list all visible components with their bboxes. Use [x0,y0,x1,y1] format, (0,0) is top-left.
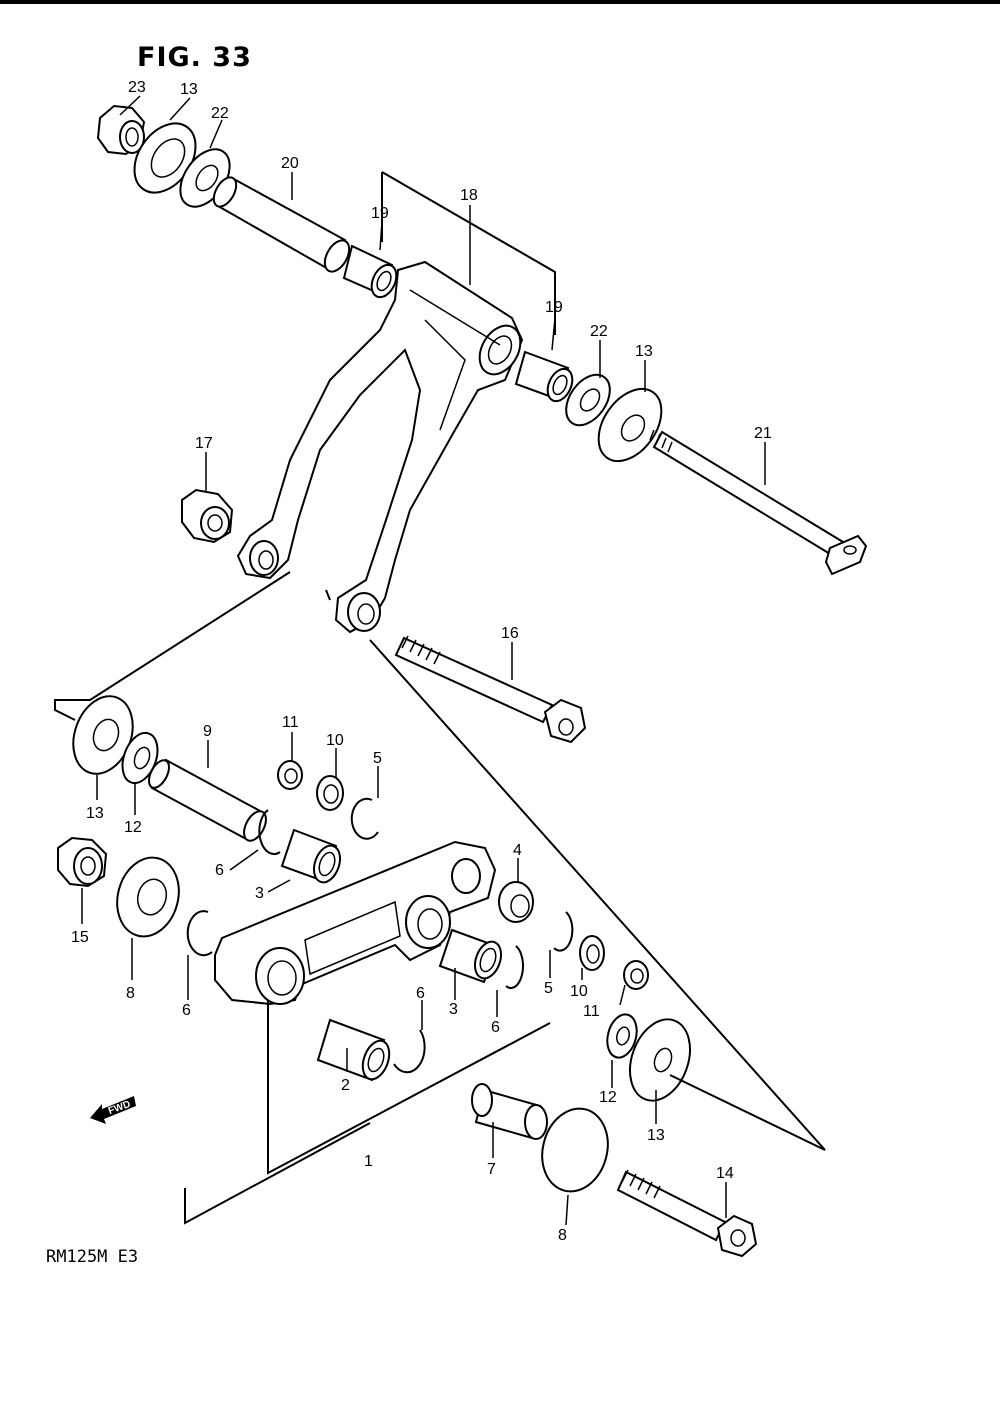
part-9-spacer [148,758,267,842]
callout-13: 13 [647,1127,665,1144]
part-6-circlip-lower-right [505,945,524,989]
part-8-washer-left [116,856,180,938]
part-8-washer-right [541,1107,609,1193]
leader-lines [81,95,766,1226]
part-23-nut [96,104,146,156]
callout-16: 16 [501,625,519,642]
callout-5: 5 [544,980,553,997]
fwd-indicator: FWD [88,1092,140,1131]
callout-labels: 23 13 22 20 19 18 19 22 13 21 17 16 9 11… [71,79,772,1244]
callout-10: 10 [570,983,588,1000]
part-11-nut-upper [277,760,303,790]
callout-13: 13 [635,343,653,360]
callout-22: 22 [590,323,608,340]
part-19-bearing-right [514,350,574,403]
callout-12: 12 [599,1089,617,1106]
callout-6: 6 [491,1019,500,1036]
callout-8: 8 [126,985,135,1002]
part-20-spacer [212,176,351,273]
figure-title: FIG. 33 [137,42,252,73]
callout-23: 23 [128,79,146,96]
part-3-bearing-upper [280,828,342,884]
part-6-circlip-left [186,910,213,957]
callout-3: 3 [449,1001,458,1018]
part-5-circlip-lower [553,911,574,952]
callout-6: 6 [182,1002,191,1019]
part-15-nut [57,836,108,888]
callout-4: 4 [513,842,522,859]
callout-5: 5 [373,750,382,767]
part-21-pivot-bolt [649,429,868,576]
assembly-lines [54,171,826,1225]
callout-17: 17 [195,435,213,452]
callout-18: 18 [460,187,478,204]
model-code: RM125M E3 [46,1247,139,1267]
callout-6: 6 [215,862,224,879]
callout-15: 15 [71,929,89,946]
part-13-washer-lower-right [629,1018,691,1102]
fwd-label: FWD [107,1099,132,1117]
part-3-bearing-lower [438,928,503,984]
callout-6: 6 [416,985,425,1002]
callout-9: 9 [203,723,212,740]
part-6-circlip-bottom [393,1029,426,1074]
callout-13: 13 [86,805,104,822]
part-10-seal-upper [316,775,344,811]
callout-14: 14 [716,1165,734,1182]
callout-20: 20 [281,155,299,172]
part-12-shim-lower-left [121,731,159,785]
callout-22: 22 [211,105,229,122]
part-4-bushing [498,881,534,923]
part-17-nut [181,488,234,544]
part-16-bolt [394,635,587,744]
part-10-seal-lower [579,935,605,971]
callout-8: 8 [558,1227,567,1244]
part-11-nut-lower [623,960,649,990]
part-19-bearing-left [342,244,398,299]
part-22-shim-right [565,373,611,427]
part-14-bolt [616,1169,758,1258]
part-13-washer-right [597,387,663,463]
callout-1: 1 [364,1153,373,1170]
callout-19: 19 [371,205,389,222]
part-5-circlip-upper [350,797,379,840]
callout-10: 10 [326,732,344,749]
callout-13: 13 [180,81,198,98]
callout-11: 11 [583,1003,600,1020]
part-6-circlip-upper [258,809,281,855]
part-1-cushion-rod [214,840,497,1006]
part-7-spacer [471,1083,548,1140]
fwd-arrow-icon: FWD [90,1096,136,1124]
callout-11: 11 [282,714,299,731]
part-13-washer-lower-left [72,695,134,775]
part-2-bearing [316,1018,391,1082]
callout-3: 3 [255,885,264,902]
callout-7: 7 [487,1161,496,1178]
part-18-cushion-lever [236,260,524,634]
callout-12: 12 [124,819,142,836]
callout-19: 19 [545,299,563,316]
top-border [0,0,1000,4]
callout-21: 21 [754,425,772,442]
part-12-shim-lower-right [606,1013,638,1059]
callout-2: 2 [341,1077,350,1094]
